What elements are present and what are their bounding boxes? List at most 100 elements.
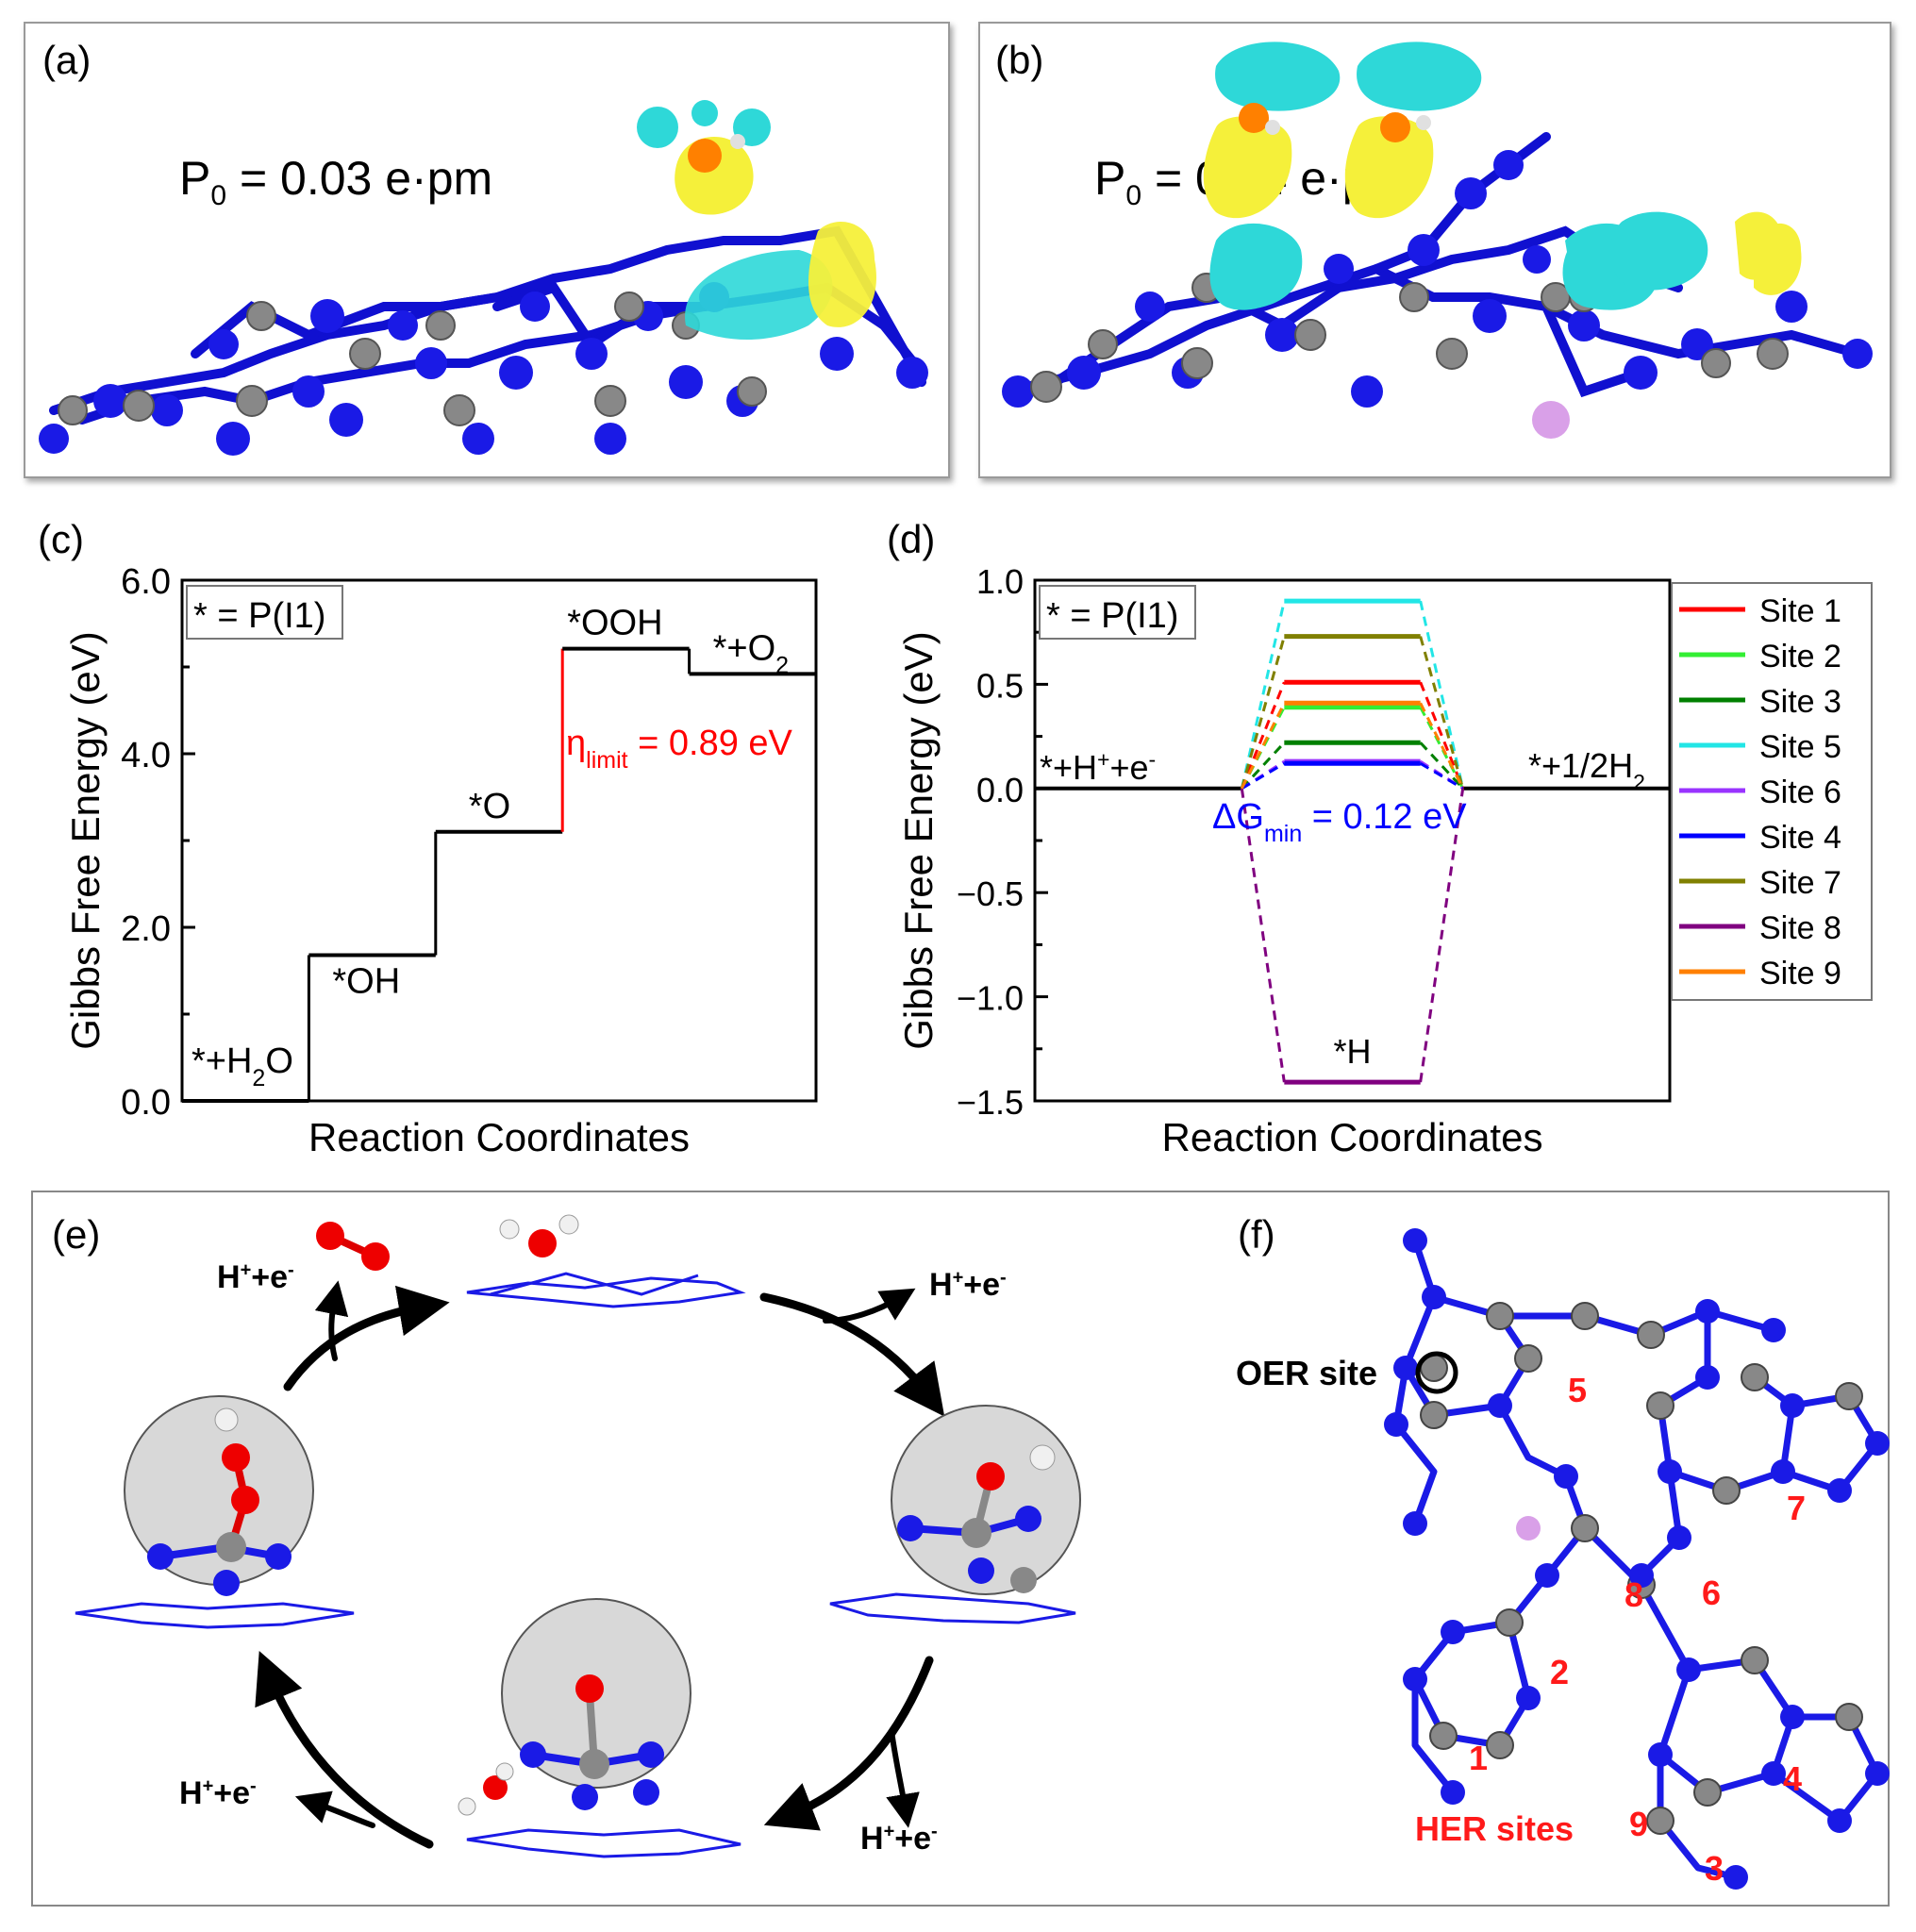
connector-left-d (1241, 762, 1286, 791)
h2o-molecule-top (499, 1214, 579, 1257)
side-arrow-1 (823, 1288, 916, 1324)
y-tick-label-d: −1.0 (957, 979, 1024, 1018)
oer-site-marker (1415, 1351, 1458, 1394)
legend-label: Site 7 (1759, 865, 1841, 901)
connector-right-d (1419, 741, 1464, 790)
phosphorus-atom (1516, 1516, 1541, 1541)
panel-e-label: (e) (52, 1212, 101, 1257)
legend-label: Site 1 (1759, 593, 1841, 629)
cycle-arrow-right-bottom (763, 1656, 934, 1831)
y-tick-label-d: 1.0 (976, 562, 1024, 601)
o2-molecule (316, 1222, 390, 1271)
inset-box-c (186, 585, 343, 640)
legend-label: Site 3 (1759, 684, 1841, 720)
x-axis-label-d: Reaction Coordinates (1162, 1115, 1543, 1159)
p0-subscript: 0 (210, 180, 227, 211)
connector-right-d (1419, 636, 1465, 790)
her-site-number: 6 (1702, 1574, 1722, 1612)
her-site-number: 8 (1624, 1575, 1644, 1614)
y-tick-label-d: 0.0 (976, 771, 1024, 809)
legend-label: Site 5 (1759, 729, 1841, 765)
y-tick-label-c: 0.0 (121, 1083, 171, 1123)
legend-label: Site 4 (1759, 820, 1841, 856)
legend-label: Site 2 (1759, 639, 1841, 675)
zoom-right-atoms (897, 1444, 1056, 1593)
inset-label-c: * = P(I1) (193, 596, 325, 636)
annotation-d: ΔGmin = 0.12 eV (1212, 797, 1467, 847)
step-label-c: *OH (332, 961, 400, 1001)
state-label-initial-d: *+H++e- (1040, 747, 1156, 787)
step-label-c: *O (469, 787, 510, 826)
step-label-c: *+O2 (713, 628, 789, 678)
slab-left (75, 1602, 355, 1629)
connector-left-d (1240, 636, 1286, 790)
her-structure-carbons (1420, 1302, 1863, 1835)
connector-left-d (1241, 741, 1286, 790)
y-tick-label-c: 2.0 (121, 909, 171, 949)
legend-label: Site 8 (1759, 910, 1841, 946)
y-tick-label-d: −0.5 (957, 874, 1024, 913)
her-site-number: 3 (1705, 1849, 1724, 1888)
cycle-arrow-bottom-left (255, 1651, 434, 1849)
cycle-arrow-left-top (283, 1285, 450, 1391)
legend-label: Site 6 (1759, 774, 1841, 810)
step-label-bottom-left: H++e- (179, 1775, 257, 1811)
her-site-number: 2 (1550, 1653, 1570, 1691)
step-label-top-right: H++e- (929, 1267, 1007, 1303)
slab-right (829, 1592, 1076, 1624)
panel-a-structure (39, 100, 928, 456)
state-label-middle-d: *H (1333, 1032, 1371, 1071)
p0-symbol: P (179, 152, 211, 205)
panel-a-dipole-text: P0 = 0.03 e·pm (179, 151, 492, 212)
slab-top (466, 1272, 746, 1308)
oer-site-label: OER site (1236, 1354, 1378, 1392)
connector-left-d (1240, 788, 1286, 1083)
zoom-bottom-atoms (458, 1674, 664, 1816)
side-arrow-3 (294, 1790, 375, 1828)
panel-b-label: (b) (995, 38, 1044, 82)
inset-box-d (1039, 585, 1196, 640)
slab-bottom (466, 1828, 741, 1858)
side-arrow-2 (886, 1728, 920, 1828)
connector-right-d (1419, 788, 1465, 1083)
y-tick-label-d: 0.5 (976, 666, 1024, 705)
cycle-arrow-top-right (759, 1292, 945, 1417)
her-site-number: 5 (1568, 1371, 1588, 1409)
annotation-c: ηlimit = 0.89 eV (566, 724, 793, 774)
connector-right-d (1419, 762, 1464, 791)
y-axis-label-d: Gibbs Free Energy (eV) (896, 631, 941, 1050)
her-structure (1392, 1239, 1881, 1881)
panel-d-label: (d) (887, 517, 936, 561)
panel-c-label: (c) (38, 517, 84, 561)
state-label-final-d: *+1/2H2 (1528, 746, 1645, 794)
zoom-left-atoms (147, 1407, 292, 1596)
her-site-number: 4 (1783, 1759, 1803, 1798)
x-axis-label-c: Reaction Coordinates (308, 1115, 690, 1159)
step-label-c: *+H2O (192, 1041, 293, 1091)
legend-label: Site 9 (1759, 956, 1841, 991)
y-tick-label-d: −1.5 (957, 1083, 1024, 1122)
her-site-number: 7 (1787, 1489, 1807, 1527)
p0-symbol: P (1094, 152, 1126, 205)
panel-f-label: (f) (1238, 1212, 1275, 1257)
inset-label-d: * = P(I1) (1046, 596, 1178, 636)
y-tick-label-c: 6.0 (121, 562, 171, 602)
step-label-c: *OOH (567, 604, 662, 643)
step-label-bottom-right: H++e- (860, 1821, 938, 1857)
her-sites-label: HER sites (1415, 1809, 1574, 1848)
her-structure-nitrogens (1384, 1228, 1890, 1890)
y-tick-label-c: 4.0 (121, 736, 171, 775)
step-label-top-left: H++e- (217, 1259, 294, 1295)
p0-subscript: 0 (1125, 180, 1142, 211)
side-arrow-4 (314, 1280, 349, 1361)
panel-b-isosurfaces (1344, 42, 1782, 291)
her-site-number: 9 (1629, 1805, 1649, 1843)
panel-a-label: (a) (42, 38, 92, 82)
y-axis-label-c: Gibbs Free Energy (eV) (63, 631, 108, 1050)
her-site-number: 1 (1469, 1739, 1489, 1777)
connector-left-d (1240, 681, 1286, 790)
p0-value: = 0.03 e·pm (226, 152, 493, 205)
